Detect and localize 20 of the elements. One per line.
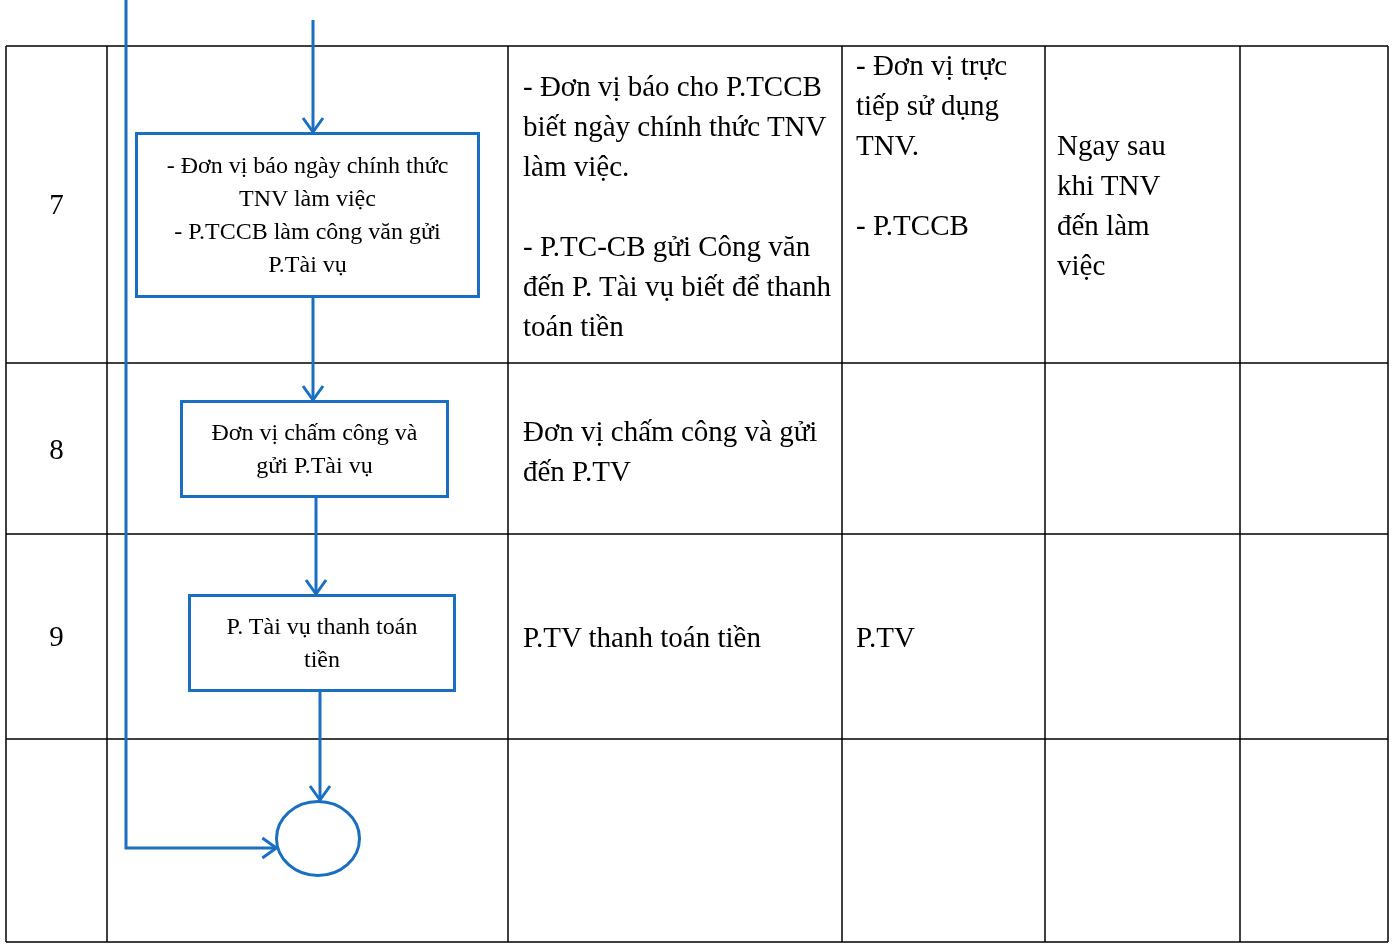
cell-text: P.TV [856,620,916,655]
cell-text: P.TV thanh toán tiền [523,620,762,655]
end-circle [275,800,361,877]
arrow [301,20,325,134]
process-box: P. Tài vụ thanh toán tiền [188,594,456,692]
process-box: - Đơn vị báo ngày chính thức TNV làm việc - P.TCCB làm công văn gửi P.Tài vụ [135,132,480,298]
cell-text: - P.TC-CB gửi Công văn đến P. Tài vụ biết để thanh toán tiền [523,229,832,344]
cell-text: Ngay sau khi TNV đến làm việc [1057,128,1167,283]
cell-text: - Đơn vị báo cho P.TCCB biết ngày chính thức TNV làm việc. [523,69,827,184]
cell-text: - Đơn vị trực tiếp sử dụng TNV. [856,48,1009,163]
arrow [301,298,325,402]
arrow [308,692,332,802]
row-number: 7 [48,187,65,222]
cell-text: Đơn vị chấm công và gửi đến P.TV [523,414,819,489]
arrow [304,498,328,596]
process-box: Đơn vị chấm công và gửi P.Tài vụ [180,400,449,498]
cell-text: - P.TCCB [856,208,970,243]
row-number: 9 [48,619,65,654]
arrow [124,0,278,860]
row-number: 8 [48,432,65,467]
